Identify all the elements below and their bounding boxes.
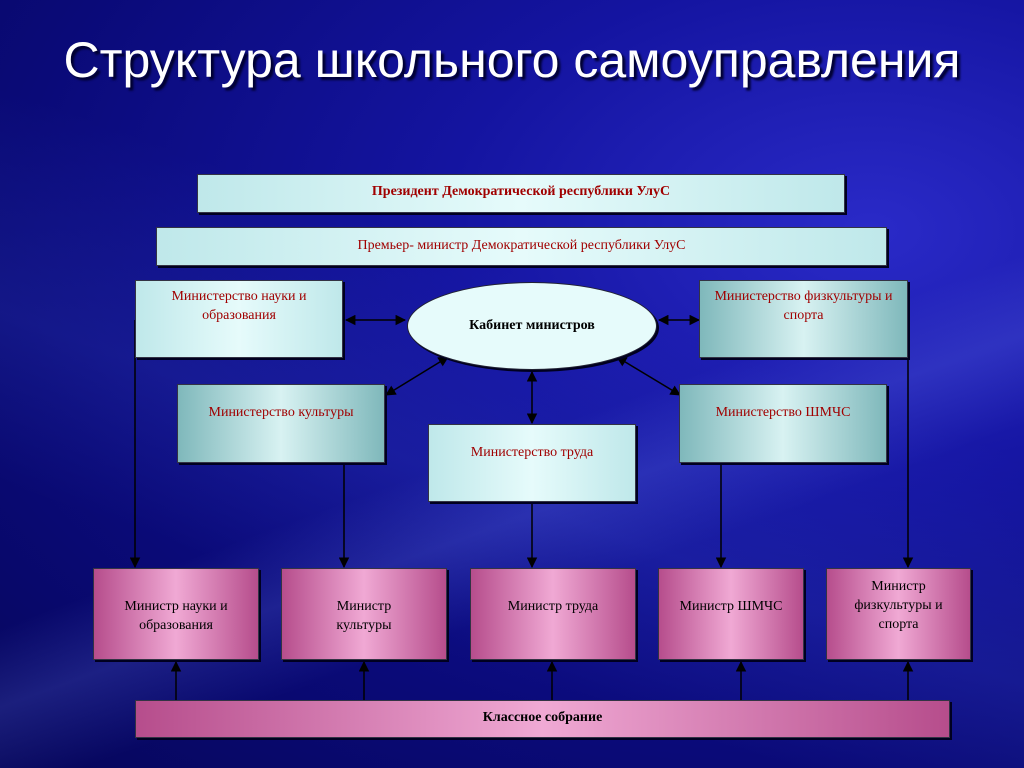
ministry-science-label: Министерство науки и образования bbox=[171, 289, 307, 323]
ministry-emergency-label: Министерство ШМЧС bbox=[715, 405, 851, 420]
minister-science-label: Министр науки и образования bbox=[124, 599, 228, 633]
ministry-sport-box: Министерство физкультуры и спорта bbox=[699, 280, 908, 358]
assembly-label: Классное собрание bbox=[482, 710, 603, 725]
minister-labor-box: Министр труда bbox=[470, 568, 636, 660]
assembly-box: Классное собрание bbox=[135, 700, 950, 738]
ministry-labor-box: Министерство труда bbox=[428, 424, 636, 502]
minister-sport-label: Министр физкультуры и спорта bbox=[854, 579, 943, 632]
minister-emergency-box: Министр ШМЧС bbox=[658, 568, 804, 660]
president-label: Президент Демократической республики Улу… bbox=[371, 184, 671, 199]
minister-culture-label: Министр культуры bbox=[336, 599, 392, 633]
ministry-culture-box: Министерство культуры bbox=[177, 384, 385, 463]
arrow-cabinet-culture bbox=[385, 356, 449, 396]
minister-culture-box: Министр культуры bbox=[281, 568, 447, 660]
arrow-cabinet-emergency bbox=[616, 356, 681, 396]
slide-title: Структура школьного самоуправления bbox=[63, 32, 961, 88]
ministry-sport-label: Министерство физкультуры и спорта bbox=[714, 289, 893, 323]
cabinet-ellipse: Кабинет министров bbox=[407, 282, 657, 370]
minister-sport-box: Министр физкультуры и спорта bbox=[826, 568, 971, 660]
minister-labor-label: Министр труда bbox=[507, 599, 599, 614]
minister-science-box: Министр науки и образования bbox=[93, 568, 259, 660]
president-box: Президент Демократической республики Улу… bbox=[197, 174, 845, 213]
ministry-culture-label: Министерство культуры bbox=[208, 405, 354, 420]
ministry-labor-label: Министерство труда bbox=[470, 445, 594, 460]
ministry-emergency-box: Министерство ШМЧС bbox=[679, 384, 887, 463]
premier-box: Премьер- министр Демократической республ… bbox=[156, 227, 887, 266]
minister-emergency-label: Министр ШМЧС bbox=[679, 599, 783, 614]
cabinet-label: Кабинет министров bbox=[469, 318, 595, 333]
premier-label: Премьер- министр Демократической республ… bbox=[357, 238, 686, 253]
ministry-science-box: Министерство науки и образования bbox=[135, 280, 343, 358]
